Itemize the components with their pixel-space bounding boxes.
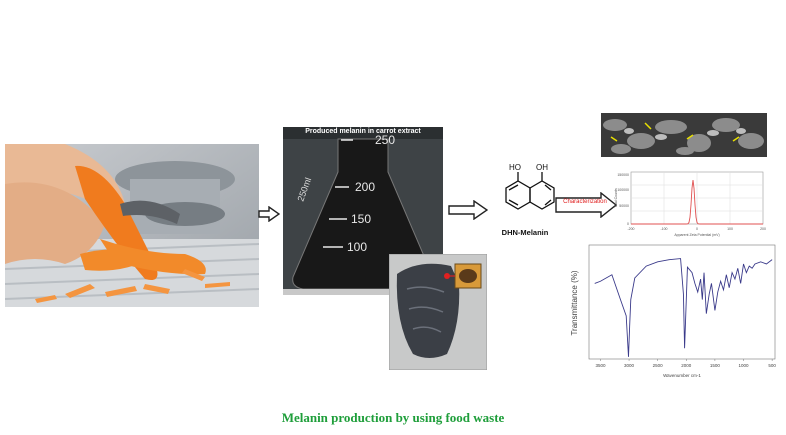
flask-mark-250: 250	[375, 133, 395, 147]
ftir-spectrum-line	[594, 258, 773, 357]
zeta-xlabel: Apparent Zeta Potential (mV)	[674, 233, 719, 237]
zeta-series-line	[631, 179, 763, 225]
flask-photo: 250 200 150 100 250ml	[283, 127, 443, 295]
zeta-xtick: 200	[760, 227, 766, 231]
carrot-peeling-photo	[5, 144, 259, 307]
ftir-tick-label: 2000	[681, 363, 692, 368]
zeta-ytick: 0	[627, 222, 629, 226]
zeta-xtick: 100	[727, 227, 733, 231]
ftir-tick-label: 1500	[710, 363, 721, 368]
zeta-xtick: -100	[660, 227, 667, 231]
flask-mark-200: 200	[355, 180, 375, 194]
process-arrow-2	[448, 200, 488, 220]
hydroxyl-right: OH	[536, 163, 548, 172]
figure-caption: Melanin production by using food waste	[281, 410, 505, 425]
ftir-tick-label: 500	[768, 363, 776, 368]
ftir-xlabel: Wavenumber cm-1	[663, 373, 701, 378]
melanin-vial-photo	[389, 254, 487, 370]
ftir-tick-label: 2500	[653, 363, 664, 368]
flask-title: Produced melanin in carrot extract	[305, 128, 421, 135]
sem-image	[601, 113, 767, 157]
zeta-ytick: 150000	[617, 173, 629, 177]
ftir-tick-label: 3000	[624, 363, 635, 368]
process-arrow-1	[258, 206, 280, 222]
ftir-ylabel: Transmittance (%)	[570, 270, 579, 335]
ftir-chart: 3500 3000 2500 2000 1500 1000 500 Wavenumber c…	[570, 244, 776, 378]
zeta-ytick: 100000	[617, 188, 629, 192]
zeta-potential-chart: 150000 100000 50000 0 -200 -100 0 100 20…	[614, 171, 766, 237]
flask-mark-100: 100	[347, 240, 367, 254]
ftir-tick-label: 3500	[595, 363, 606, 368]
zeta-xtick: 0	[696, 227, 698, 231]
zeta-ylabel: Total Counts	[614, 188, 618, 208]
zeta-xtick: -200	[627, 227, 634, 231]
dhn-melanin-label: DHN-Melanin	[501, 228, 549, 237]
ftir-tick-label: 1000	[739, 363, 750, 368]
characterization-label: Characterization	[563, 199, 607, 205]
hydroxyl-left: HO	[509, 163, 521, 172]
characterization-arrow	[555, 192, 617, 218]
flask-mark-150: 150	[351, 212, 371, 226]
zeta-ytick: 50000	[619, 204, 629, 208]
dhn-melanin-structure: HO OH	[505, 163, 555, 210]
